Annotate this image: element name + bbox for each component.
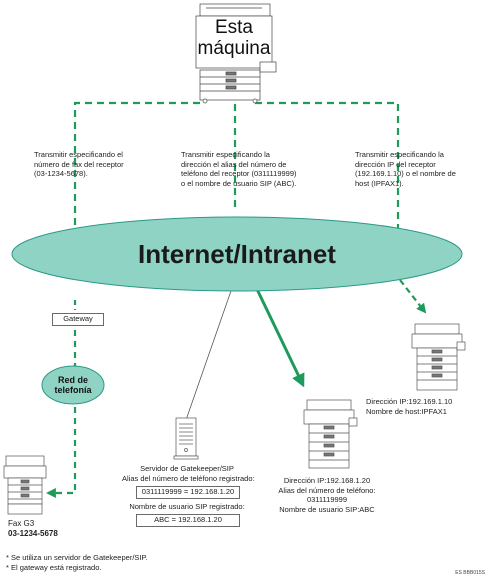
phone-network-line2: telefonía xyxy=(54,385,92,395)
machine-label-line2: máquina xyxy=(197,38,271,59)
phone-network-pill xyxy=(41,365,105,405)
device-right-line: Nombre de host:IPFAX1 xyxy=(366,406,447,416)
server-caption: Servidor de Gatekeeper/SIP Alias del núm… xyxy=(122,464,255,483)
server-icon xyxy=(173,417,199,460)
server-sip-box: ABC = 192.168.1.20 xyxy=(136,514,240,527)
printer-icon-middle xyxy=(303,399,358,469)
connector-server-line xyxy=(185,287,233,421)
printer-icon-right xyxy=(411,323,466,391)
server-alias-box: 0311119999 = 192.168.1.20 xyxy=(136,486,240,499)
server-line2: Alias del número de teléfono registrado: xyxy=(122,473,255,483)
caption-middle-line: Transmitir especificando la xyxy=(181,150,270,159)
fax-g3-label: Fax G3 03-1234-5678 xyxy=(8,519,58,538)
multifunction-printer-icon xyxy=(195,3,277,104)
connector-to-fax-dashed xyxy=(46,330,77,498)
phone-network-label: Red de telefonía xyxy=(42,375,104,395)
caption-left-line: Transmitir especificando el xyxy=(34,150,123,159)
network-label: Internet/Intranet xyxy=(138,239,336,269)
caption-right-line: dirección IP del receptor xyxy=(355,159,436,169)
caption-middle: Transmitir especificando la dirección el… xyxy=(181,150,297,188)
server-line1: Servidor de Gatekeeper/SIP xyxy=(140,464,234,473)
caption-left-line: (03-1234-5678). xyxy=(34,169,88,178)
caption-right-line: (192.169.1.10) o el nombre de xyxy=(355,169,456,178)
machine-label-line1: Esta xyxy=(214,17,254,38)
device-middle-line: 0311119999 xyxy=(306,495,348,504)
device-right-line: Dirección IP:192.169.1.10 xyxy=(366,397,453,406)
server-sip-caption: Nombre de usuario SIP registrado: xyxy=(122,502,252,512)
connector-lines xyxy=(46,92,427,498)
caption-right-line: Transmitir especificando la xyxy=(355,150,444,159)
figure-code: ES BBB015S xyxy=(455,570,485,576)
machine-label: Esta máquina xyxy=(196,17,272,59)
server-line3: Nombre de usuario SIP registrado: xyxy=(129,502,245,511)
arrow-to-right-device xyxy=(399,279,427,314)
fax-machine-icon xyxy=(3,455,47,515)
fax-g3-number: 03-1234-5678 xyxy=(8,528,58,538)
network-cloud xyxy=(11,216,463,292)
caption-left: Transmitir especificando el número de fa… xyxy=(34,150,124,179)
caption-right: Transmitir especificando la dirección IP… xyxy=(355,150,456,188)
caption-right-line: host (IPFAX1). xyxy=(355,178,404,188)
gateway-box: Gateway xyxy=(52,313,104,326)
device-right-caption: Dirección IP:192.169.1.10 Nombre de host… xyxy=(366,397,452,416)
device-middle-line: Nombre de usuario SIP:ABC xyxy=(279,504,375,514)
footnotes: * Se utiliza un servidor de Gatekeeper/S… xyxy=(6,553,148,572)
footnote-line: * El gateway está registrado. xyxy=(6,562,102,572)
caption-middle-line: o el nombre de usuario SIP (ABC). xyxy=(181,178,297,188)
caption-left-line: número de fax del receptor xyxy=(34,159,124,169)
device-middle-caption: Dirección IP:192.168.1.20 Alias del núme… xyxy=(262,476,392,514)
device-middle-line: Alias del número de teléfono: xyxy=(278,485,376,495)
arrow-to-middle-device xyxy=(253,284,305,388)
caption-middle-line: dirección el alias del número de xyxy=(181,159,287,169)
fax-g3-line1: Fax G3 xyxy=(8,519,35,528)
connector-right-dashed xyxy=(255,101,400,232)
device-middle-line: Dirección IP:192.168.1.20 xyxy=(283,476,371,485)
footnote-line: * Se utiliza un servidor de Gatekeeper/S… xyxy=(6,553,148,562)
caption-middle-line: teléfono del receptor (0311119999) xyxy=(181,169,297,178)
connector-left-dashed xyxy=(73,101,200,232)
phone-network-line1: Red de xyxy=(57,375,88,385)
